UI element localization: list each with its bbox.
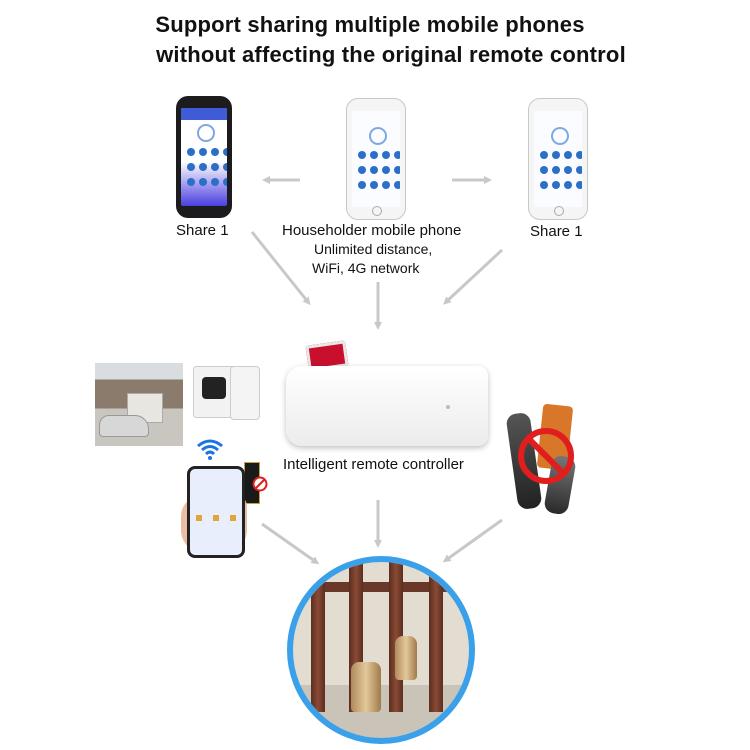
phone-screen [352,111,400,207]
gate-photo [287,556,475,744]
share-phone-left [176,96,232,218]
device-indicator [446,405,450,409]
phone-screen [181,108,227,206]
garage-photo [95,363,183,446]
share-phone-right [528,98,588,220]
network-label: WiFi, 4G network [312,260,420,276]
gate-motor [351,662,381,712]
heading-line-2: without affecting the original remote co… [156,42,626,67]
app-phone [187,466,245,558]
wifi-icon [197,439,223,460]
gate-motor [395,636,417,680]
heading-line-1: Support sharing multiple mobile phones [155,12,585,37]
arrow-right-to-device [443,248,504,305]
prohibited-icon [252,476,268,492]
arrow-app-to-gate [261,522,320,565]
householder-phone [346,98,406,220]
phone-screen [534,111,582,207]
householder-label: Householder mobile phone [282,222,462,239]
arrow-remote-to-gate [442,518,503,563]
share-label-left: Share 1 [176,222,229,239]
power-adapter [230,366,260,420]
prohibited-icon [518,428,574,484]
controller-label: Intelligent remote controller [283,456,464,473]
arrow-left-to-device [250,231,311,306]
camera-device [193,366,235,418]
unlimited-label: Unlimited distance, [314,241,433,257]
intelligent-remote-controller-device [286,366,488,446]
share-label-right: Share 1 [530,223,583,240]
